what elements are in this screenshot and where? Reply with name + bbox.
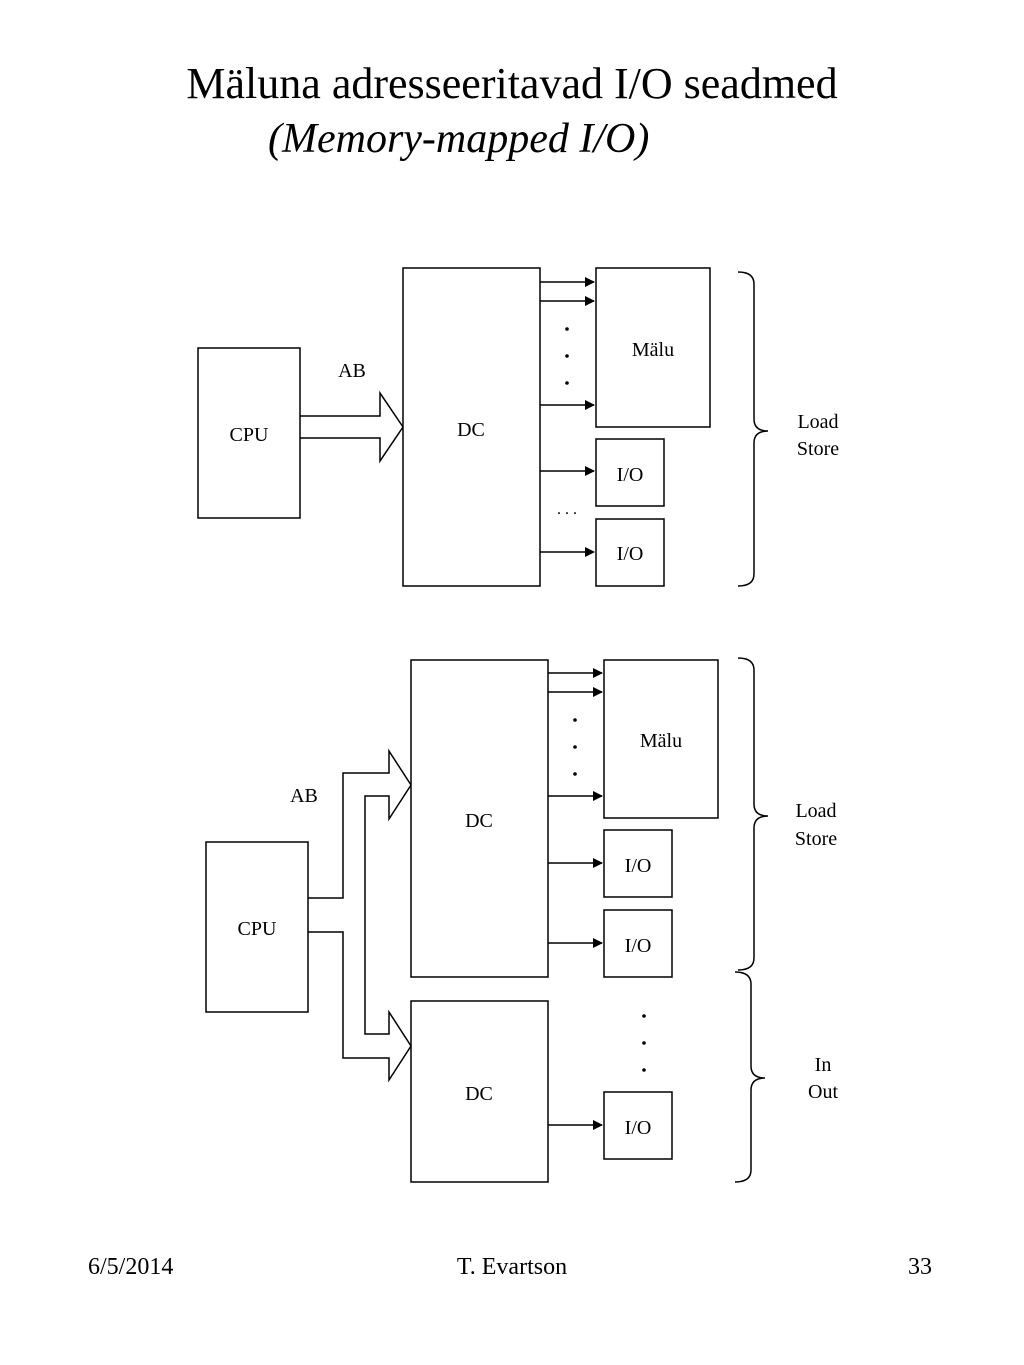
ellipsis-dot xyxy=(565,381,569,385)
cpu-label: CPU xyxy=(238,918,277,940)
ellipsis-dot xyxy=(642,1014,646,1018)
address-bus-arrow xyxy=(300,390,404,464)
ellipsis-dot xyxy=(573,745,577,749)
slide-subtitle: (Memory-mapped I/O) xyxy=(268,116,650,162)
io-box xyxy=(603,909,673,978)
ellipsis-dot xyxy=(573,772,577,776)
io-label: I/O xyxy=(617,464,644,486)
footer-author: T. Evartson xyxy=(456,1254,568,1280)
io-label: I/O xyxy=(625,1117,652,1139)
slide-title: Mäluna adresseeritavad I/O seadmed xyxy=(186,59,838,108)
decoder-top-label: DC xyxy=(465,810,493,832)
io-box xyxy=(603,1091,673,1160)
brace-label-out: Out xyxy=(808,1081,838,1103)
decoder-box xyxy=(402,267,541,587)
ellipsis-dot xyxy=(565,354,569,358)
cpu-box xyxy=(205,841,309,1013)
ellipsis-dot xyxy=(642,1068,646,1072)
decoder-bottom-box xyxy=(410,1000,549,1183)
decoder-top-box xyxy=(410,659,549,978)
memory-box xyxy=(595,267,711,428)
decoder-bottom-label: DC xyxy=(465,1083,493,1105)
io-label: I/O xyxy=(625,935,652,957)
diagram-2: CPU AB DC DC Mälu I/O I/O I/O Load Store xyxy=(205,657,838,1183)
address-bus-label: AB xyxy=(290,785,318,807)
brace-label-store: Store xyxy=(797,438,839,460)
brace-label-in: In xyxy=(815,1054,832,1076)
memory-label: Mälu xyxy=(640,730,682,752)
load-store-brace xyxy=(737,271,769,587)
brace-label-store: Store xyxy=(795,828,837,850)
io-box xyxy=(595,438,665,507)
cpu-label: CPU xyxy=(230,424,269,446)
io-box xyxy=(595,518,665,587)
ellipsis-dot xyxy=(565,327,569,331)
io-label: I/O xyxy=(625,855,652,877)
ellipsis-dot xyxy=(642,1041,646,1045)
memory-label: Mälu xyxy=(632,339,674,361)
brace-label-load: Load xyxy=(795,800,836,822)
in-out-brace xyxy=(734,971,766,1183)
io-label: I/O xyxy=(617,543,644,565)
footer-page-number: 33 xyxy=(908,1254,932,1280)
footer-date: 6/5/2014 xyxy=(88,1254,174,1280)
load-store-brace xyxy=(737,657,769,971)
horizontal-ellipsis: . . . xyxy=(557,501,577,518)
io-box xyxy=(603,829,673,898)
decoder-label: DC xyxy=(457,419,485,441)
ellipsis-dot xyxy=(573,718,577,722)
address-bus-arrow xyxy=(308,748,412,1083)
cpu-box xyxy=(197,347,301,519)
memory-box xyxy=(603,659,719,819)
brace-label-load: Load xyxy=(797,411,838,433)
address-bus-label: AB xyxy=(338,360,366,382)
diagram-1: CPU AB DC Mälu I/O I/O . . . Load Store xyxy=(197,267,839,587)
